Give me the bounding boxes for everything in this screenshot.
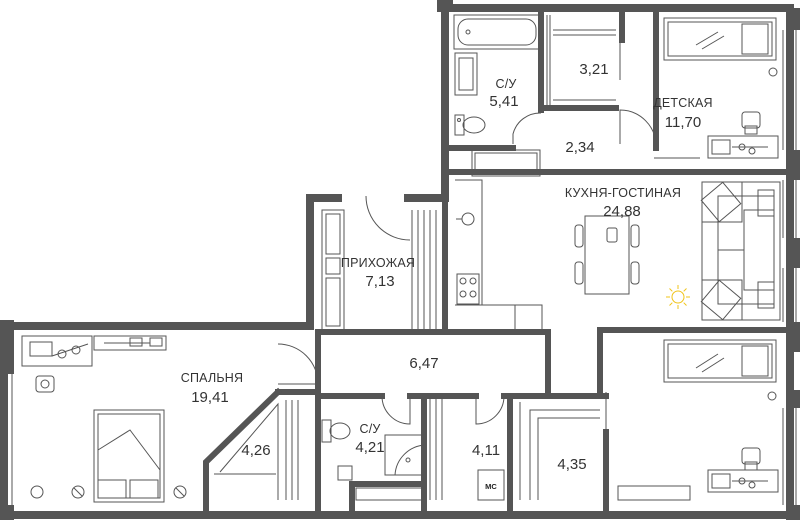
- bath-bottom-area: 4,21: [355, 439, 384, 456]
- bath-bottom-name: С/У: [359, 422, 380, 436]
- bedroom-name: СПАЛЬНЯ: [181, 371, 243, 385]
- toilet-top: [454, 114, 486, 136]
- wardrobe-top-shelves: [546, 15, 616, 105]
- windows: [5, 30, 797, 505]
- sofa: [700, 181, 781, 321]
- bedroom-wardrobe-shelves: [214, 400, 299, 500]
- kitchen-living-name: КУХНЯ-ГОСТИНАЯ: [565, 186, 681, 200]
- kids-area: 11,70: [665, 114, 701, 131]
- hall-small-area: 2,34: [565, 139, 594, 156]
- bedroom-area: 19,41: [191, 389, 229, 406]
- entrance-area: 7,13: [365, 273, 394, 290]
- dining-table: [574, 215, 640, 295]
- room-right-desk: [617, 447, 779, 501]
- sun-icon: [666, 285, 690, 309]
- storage-shelves: [429, 398, 505, 501]
- room-right-bed: [663, 339, 777, 401]
- kids-bed: [663, 17, 778, 77]
- kitchen-living-area: 24,88: [603, 203, 641, 220]
- bath-top-name: С/У: [495, 77, 516, 91]
- kitchen-counter: [455, 179, 543, 330]
- entrance-name: ПРИХОЖАЯ: [341, 256, 415, 270]
- storage-area: 4,11: [472, 442, 500, 459]
- bedroom-bed: [30, 409, 187, 503]
- kids-name: ДЕТСКАЯ: [653, 96, 713, 110]
- wardrobe-right-area: 4,35: [557, 456, 586, 473]
- furniture: [21, 14, 781, 503]
- walls: [0, 4, 794, 519]
- room-labels: С/У 5,41 3,21 ДЕТСКАЯ 11,70 2,34 КУХНЯ-Г…: [181, 61, 713, 491]
- wardrobe-right-shelves: [519, 402, 600, 500]
- storage-badge: МС: [485, 482, 497, 491]
- bathtub: [453, 14, 541, 50]
- wardrobe-top-area: 3,21: [579, 61, 608, 78]
- wardrobe-bed-area: 4,26: [241, 442, 270, 459]
- bedroom-desk: [21, 335, 167, 393]
- bath-sink-top: [454, 52, 478, 96]
- kids-desk: [707, 111, 779, 159]
- corridor-area: 6,47: [409, 355, 438, 372]
- bath-top-area: 5,41: [489, 93, 518, 110]
- entrance-wardrobe: [321, 209, 437, 331]
